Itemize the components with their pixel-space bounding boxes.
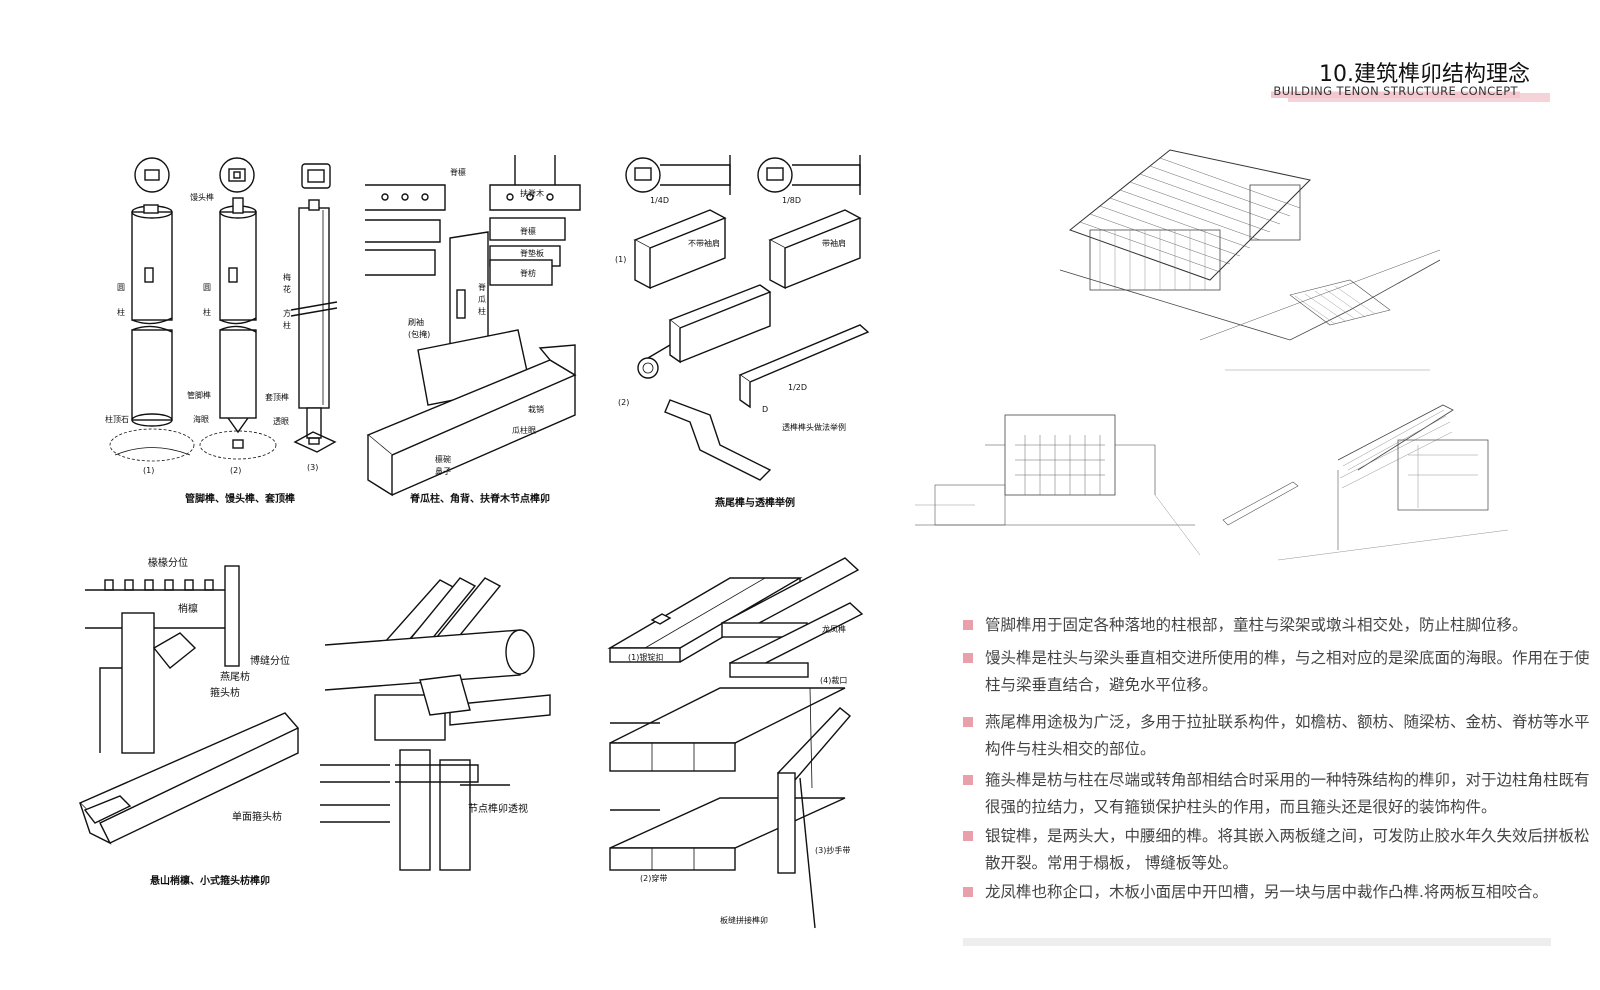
bullet-square xyxy=(963,717,973,727)
label-n3: (3) xyxy=(307,463,318,472)
label-shaolin: 梢檩 xyxy=(178,602,198,615)
description-item: 馒头榫是柱头与梁头垂直相交进所使用的榫，与之相对应的是梁底面的海眼。作用在于使柱… xyxy=(963,645,1593,699)
side-perspective-sketch xyxy=(1222,404,1509,561)
page-subtitle: BUILDING TENON STRUCTURE CONCEPT xyxy=(1271,84,1520,98)
panel-column-tenons: 馒头榫 圆 柱 圆 柱 梅 花 方 柱 管脚榫 海眼 套顶榫 透眼 柱顶石 (1… xyxy=(105,157,338,505)
label-n2: (2) xyxy=(230,466,241,475)
label-zhu: 柱 xyxy=(117,307,125,317)
description-item: 龙凤榫也称企口，木板小面居中开凹槽，另一块与居中裁作凸榫.将两板互相咬合。 xyxy=(963,879,1593,906)
label-ji: 脊 xyxy=(478,282,486,292)
label-chuandai: (2)穿带 xyxy=(640,873,667,883)
label-yindingkou: (1)银锭扣 xyxy=(628,652,663,662)
label-fujimu: 扶脊木 xyxy=(520,188,544,198)
description-text: 馒头榫是柱头与梁头垂直相交进所使用的榫，与之相对应的是梁底面的海眼。作用在于使柱… xyxy=(985,649,1590,694)
panel-ridge-joints: 脊檩 扶脊木 脊檩 脊垫板 脊枋 脊 瓜 柱 刷袖 (包掩) 栽销 瓜柱眼 檩碗… xyxy=(365,155,581,505)
panel-hoop-beam: 椽椽分位 梢檩 博缝分位 燕尾枋 箍头枋 单面箍头枋 悬山梢檩、小式箍头枋榫卯 xyxy=(78,556,300,887)
description-item: 银锭榫，是两头大，中腰细的榫。将其嵌入两板缝之间，可发防止胶水年久失效后拼板松散… xyxy=(963,823,1593,877)
label-haiyan: 海眼 xyxy=(193,414,209,424)
description-text: 银锭榫，是两头大，中腰细的榫。将其嵌入两板缝之间，可发防止胶水年久失效后拼板松散… xyxy=(985,827,1590,872)
label-chaoshoudai: (3)抄手带 xyxy=(815,845,850,855)
perspective-sketch-main xyxy=(1059,149,1441,371)
label-jilin: 脊檩 xyxy=(450,167,466,177)
caption-panel-5: 节点榫卯透视 xyxy=(468,802,528,815)
description-text: 龙凤榫也称企口，木板小面居中开凹槽，另一块与居中裁作凸榫.将两板互相咬合。 xyxy=(985,883,1548,901)
bullet-square xyxy=(963,620,973,630)
label-touyan: 透眼 xyxy=(273,417,289,426)
label-zhudingshi: 柱顶石 xyxy=(105,414,129,424)
label-tousun-example: 透榫榫头做法举例 xyxy=(782,422,846,432)
label-fang: 方 xyxy=(283,308,291,318)
label-n2-p3: (2) xyxy=(618,398,629,407)
label-gutoufang: 箍头枋 xyxy=(210,686,240,699)
label-1-8d: 1/8D xyxy=(782,196,801,205)
label-gua: 瓜 xyxy=(478,295,486,304)
label-n1: (1) xyxy=(143,466,154,475)
label-danmian-gutoufang: 单面箍头枋 xyxy=(232,810,282,823)
label-mantou-sun: 馒头榫 xyxy=(190,192,214,202)
bullet-square xyxy=(963,775,973,785)
panel-dovetail-tenons: 1/4D 1/8D 不带袖肩 带袖肩 (1) (2) 1/2D D 透榫榫头做法… xyxy=(615,155,870,509)
label-n1-p3: (1) xyxy=(615,255,626,264)
description-text: 管脚榫用于固定各种落地的柱根部，童柱与梁架或墩斗相交处，防止柱脚位移。 xyxy=(985,616,1528,634)
label-baoyan: (包掩) xyxy=(408,329,430,339)
description-item: 管脚榫用于固定各种落地的柱根部，童柱与梁架或墩斗相交处，防止柱脚位移。 xyxy=(963,612,1593,639)
caption-panel-3: 燕尾榫与透榫举例 xyxy=(715,496,795,509)
label-zaixiao: 栽销 xyxy=(528,404,544,414)
label-yuan: 圆 xyxy=(117,283,125,292)
label-mei: 梅 xyxy=(283,272,291,282)
label-linwan: 檩碗 xyxy=(435,454,451,464)
label-chuan-fenwei: 椽椽分位 xyxy=(148,556,188,569)
label-1-2d: 1/2D xyxy=(788,383,807,392)
caption-panel-2: 脊瓜柱、角背、扶脊木节点榫卯 xyxy=(409,492,550,505)
label-taoding-sun: 套顶榫 xyxy=(265,392,289,402)
panel-joint-perspective: 节点榫卯透视 xyxy=(320,577,551,871)
label-jifang: 脊枋 xyxy=(520,268,536,278)
description-text: 燕尾榫用途极为广泛，多用于拉扯联系构件，如檐枋、额枋、随梁枋、金枋、脊枋等水平构… xyxy=(985,713,1590,758)
caption-panel-6: 板缝拼接榫卯 xyxy=(720,915,768,925)
description-item: 燕尾榫用途极为广泛，多用于拉扯联系构件，如檐枋、额枋、随梁枋、金枋、脊枋等水平构… xyxy=(963,709,1593,763)
label-yuan-2: 圆 xyxy=(203,283,211,292)
label-jilin-2: 脊檩 xyxy=(520,226,536,236)
label-guanjiao-sun: 管脚榫 xyxy=(187,390,211,400)
elevation-sketch xyxy=(915,414,1201,556)
label-budai-xiujian: 不带袖肩 xyxy=(688,238,720,248)
label-zhu-3: 柱 xyxy=(283,320,291,330)
bullet-square xyxy=(963,887,973,897)
label-longfeng-sun: 龙凤榫 xyxy=(822,624,846,634)
label-d: D xyxy=(762,405,768,414)
bullet-square xyxy=(963,831,973,841)
label-jidianban: 脊垫板 xyxy=(520,248,544,258)
label-guazhuyan: 瓜柱眼 xyxy=(512,425,536,435)
caption-panel-1: 管脚榫、馒头榫、套顶榫 xyxy=(185,492,295,505)
caption-panel-4: 悬山梢檩、小式箍头枋榫卯 xyxy=(149,874,270,887)
label-yanweifang: 燕尾枋 xyxy=(220,670,250,683)
label-caikou: (4)裁口 xyxy=(820,675,847,685)
bottom-divider xyxy=(963,938,1551,946)
label-bofeng-fenwei: 博缝分位 xyxy=(250,654,290,667)
label-hua: 花 xyxy=(283,284,291,294)
label-bizi: 鼻子 xyxy=(435,466,451,476)
label-shuaxiu: 刷袖 xyxy=(408,317,424,327)
label-zhu-4: 柱 xyxy=(478,306,486,316)
page-title: 10.建筑榫卯结构理念 xyxy=(1319,62,1530,87)
description-list: 管脚榫用于固定各种落地的柱根部，童柱与梁架或墩斗相交处，防止柱脚位移。 馒头榫是… xyxy=(963,612,1593,908)
bullet-square xyxy=(963,653,973,663)
label-dai-xiujian: 带袖肩 xyxy=(822,238,846,248)
description-item: 箍头榫是枋与柱在尽端或转角部相结合时采用的一种特殊结构的榫卯，对于边柱角柱既有很… xyxy=(963,767,1593,821)
description-text: 箍头榫是枋与柱在尽端或转角部相结合时采用的一种特殊结构的榫卯，对于边柱角柱既有很… xyxy=(985,771,1590,816)
label-1-4d: 1/4D xyxy=(650,196,669,205)
label-zhu-2: 柱 xyxy=(203,307,211,317)
panel-board-joints: (1)银锭扣 龙凤榫 (4)裁口 (2)穿带 (3)抄手带 板缝拼接榫卯 xyxy=(607,557,864,929)
